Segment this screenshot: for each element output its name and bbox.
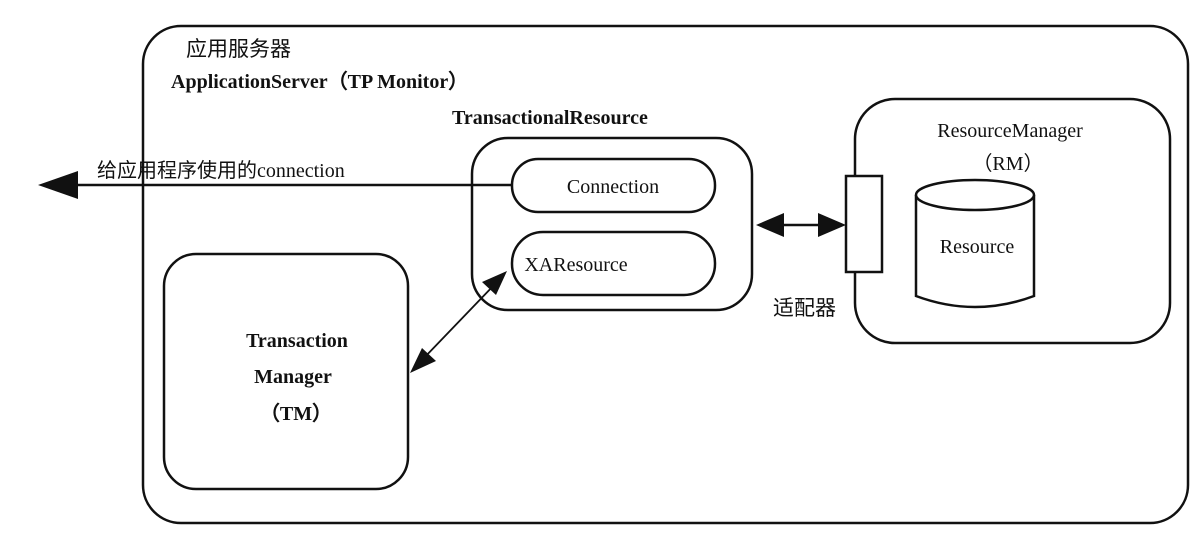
resource-manager-abbr: （RM）	[972, 152, 1043, 175]
tm-xaresource-double-arrow	[410, 271, 507, 373]
resource-adapter-double-arrow	[756, 213, 846, 237]
transaction-manager-abbr: （TM）	[260, 402, 332, 425]
connection-label: Connection	[567, 176, 659, 198]
transaction-manager-box	[162, 252, 410, 491]
adapter-box	[844, 174, 884, 274]
adapter-label: 适配器	[773, 296, 836, 320]
transaction-manager-line2: Manager	[254, 366, 332, 388]
resource-label: Resource	[940, 236, 1015, 258]
connection-arrow-head	[38, 171, 78, 199]
transactional-resource-title: TransactionalResource	[452, 107, 648, 129]
resource-cylinder	[914, 178, 1036, 309]
resource-manager-title: ResourceManager	[937, 120, 1083, 142]
connection-arrow-label: 给应用程序使用的connection	[97, 159, 345, 182]
transaction-manager-line1: Transaction	[246, 330, 348, 352]
application-server-title-en: ApplicationServer（TP Monitor）	[171, 70, 468, 93]
application-server-title-cn: 应用服务器	[186, 37, 291, 61]
xaresource-label: XAResource	[524, 254, 627, 276]
xaresource-pill	[510, 230, 717, 297]
